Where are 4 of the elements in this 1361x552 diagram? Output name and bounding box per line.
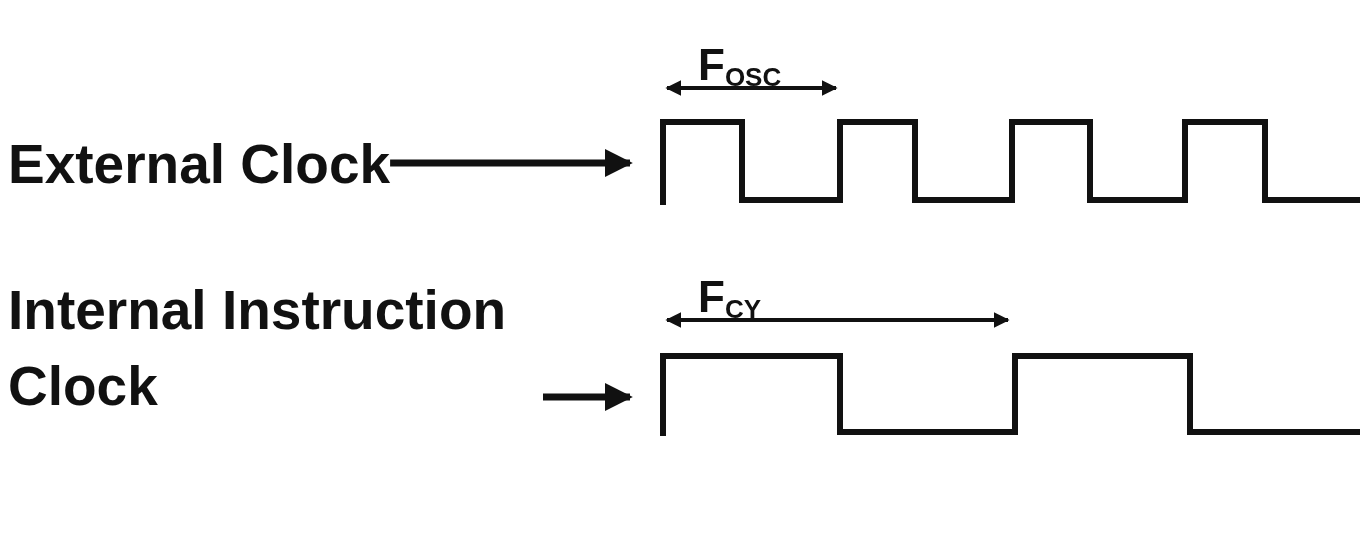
signal-name: Internal Instruction Clock [8, 278, 508, 419]
frequency-label: F$_{CY}$ [698, 272, 761, 325]
frequency-label: F$_{OSC}$ [698, 40, 782, 93]
signal-name: External Clock [8, 132, 391, 197]
